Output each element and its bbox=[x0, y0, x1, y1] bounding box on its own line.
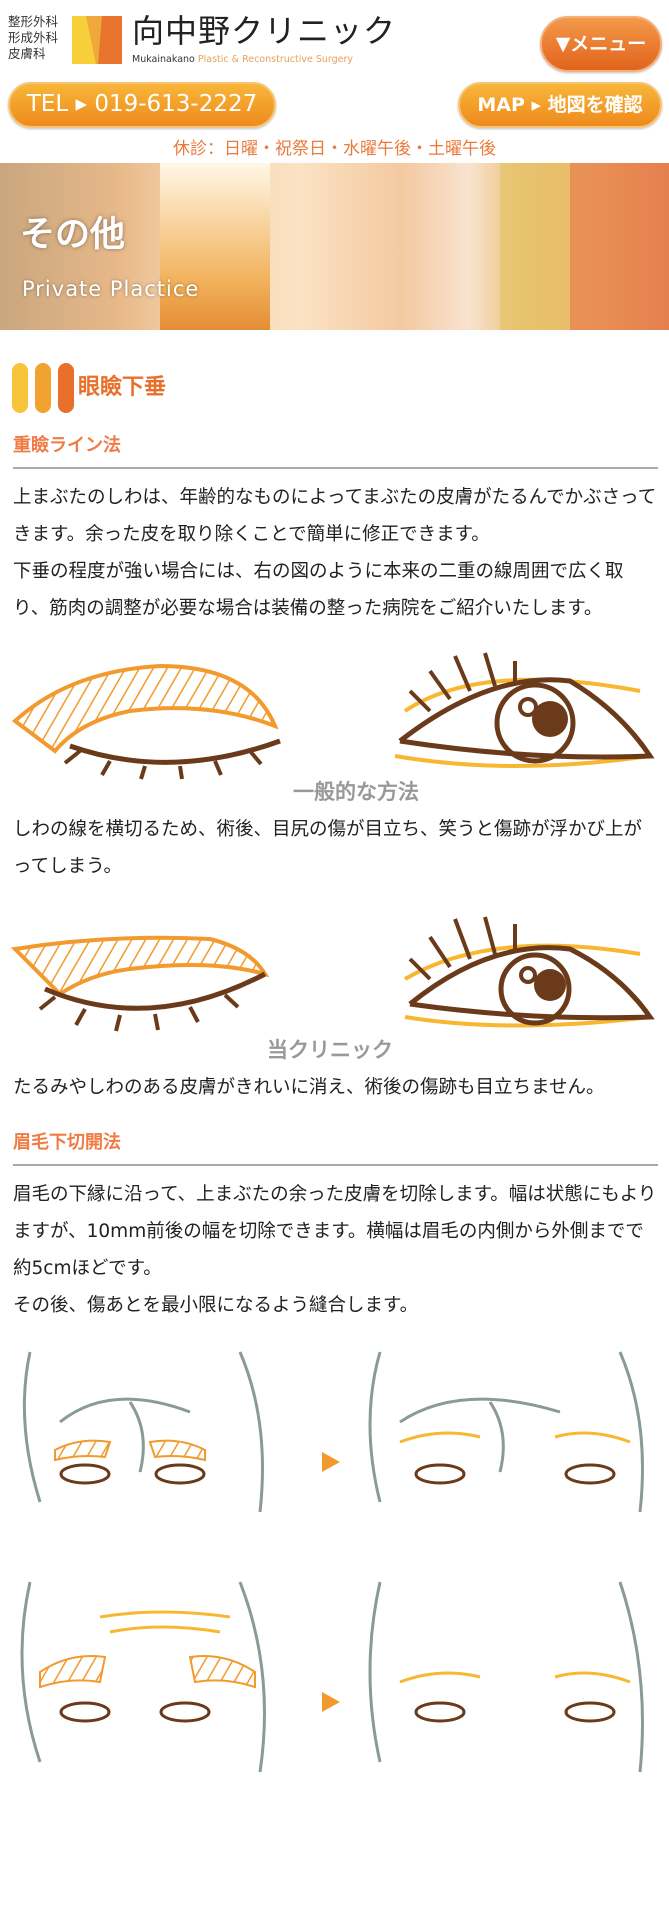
department-list: 整形外科 形成外科 皮膚科 bbox=[8, 14, 58, 62]
figure-description: たるみやしわのある皮膚がきれいに消え、術後の傷跡も目立ちません。 bbox=[13, 1077, 605, 1098]
section-heading: 眼瞼下垂 bbox=[12, 363, 658, 413]
paragraph: 眉毛の下縁に沿って、上まぶたの余った皮膚を切除します。幅は状態にもよりますが、1… bbox=[13, 1176, 658, 1324]
figure-clinic: 当クリニック bbox=[10, 899, 658, 1069]
paragraph-text: 上まぶたのしわは、年齢的なものによってまぶたの皮膚がたるんでかぶさってきます。余… bbox=[13, 487, 657, 545]
subtitle-specialty: Plastic & Reconstructive Surgery bbox=[197, 54, 354, 65]
figure-caption-general: 一般的な方法 bbox=[289, 779, 423, 805]
dept-plastic: 形成外科 bbox=[8, 30, 59, 45]
menu-button[interactable]: ▼メニュー bbox=[540, 16, 662, 72]
eye-diagram-clinic bbox=[10, 916, 655, 1032]
paragraph-text: 眉毛の下縁に沿って、上まぶたの余った皮膚を切除します。幅は状態にもよりますが、1… bbox=[13, 1184, 657, 1279]
subsection-title: 眉毛下切開法 bbox=[13, 1130, 658, 1166]
face-diagram-eyebrow-incision bbox=[20, 1351, 644, 1773]
subsection-title: 重瞼ライン法 bbox=[13, 433, 658, 469]
page-banner: その他 Private Plactice bbox=[0, 163, 669, 330]
figure-caption-clinic: 当クリニック bbox=[263, 1037, 397, 1063]
tel-button[interactable]: TEL ▸ 019-613-2227 bbox=[8, 82, 276, 128]
dept-dermatology: 皮膚科 bbox=[8, 46, 46, 61]
closed-days: 休診：日曜・祝祭日・水曜午後・土曜午後 bbox=[173, 139, 496, 159]
figure-description: しわの線を横切るため、術後、目尻の傷が目立ち、笑うと傷跡が浮かび上がってしまう。 bbox=[13, 819, 643, 877]
section-title: 眼瞼下垂 bbox=[78, 375, 167, 400]
banner-decoration bbox=[500, 163, 570, 330]
eye-diagram-general bbox=[11, 652, 655, 780]
paragraph: 上まぶたのしわは、年齢的なものによってまぶたの皮膚がたるんでかぶさってきます。余… bbox=[13, 479, 658, 627]
banner-decoration bbox=[570, 163, 669, 330]
clinic-logo-icon[interactable] bbox=[72, 16, 122, 64]
paragraph-text: 下垂の程度が強い場合には、右の図のように本来の二重の線周囲で広く取り、筋肉の調整… bbox=[13, 561, 624, 619]
clinic-name[interactable]: 向中野クリニック bbox=[132, 12, 397, 50]
subtitle-name: Mukainakano bbox=[132, 54, 195, 65]
figure-general: 一般的な方法 bbox=[11, 641, 658, 811]
main-content: 眼瞼下垂 重瞼ライン法 上まぶたのしわは、年齢的なものによってまぶたの皮膚がたる… bbox=[10, 363, 658, 1792]
heading-bars-icon bbox=[12, 363, 74, 413]
paragraph-text: その後、傷あとを最小限になるよう縫合します。 bbox=[13, 1295, 419, 1316]
dept-orthopedics: 整形外科 bbox=[8, 14, 59, 29]
map-button[interactable]: MAP ▸ 地図を確認 bbox=[458, 82, 662, 128]
banner-subtitle: Private Plactice bbox=[22, 277, 200, 301]
banner-title: その他 bbox=[20, 215, 126, 255]
hallway-photo bbox=[160, 163, 270, 330]
clinic-subtitle: Mukainakano Plastic & Reconstructive Sur… bbox=[132, 54, 353, 66]
